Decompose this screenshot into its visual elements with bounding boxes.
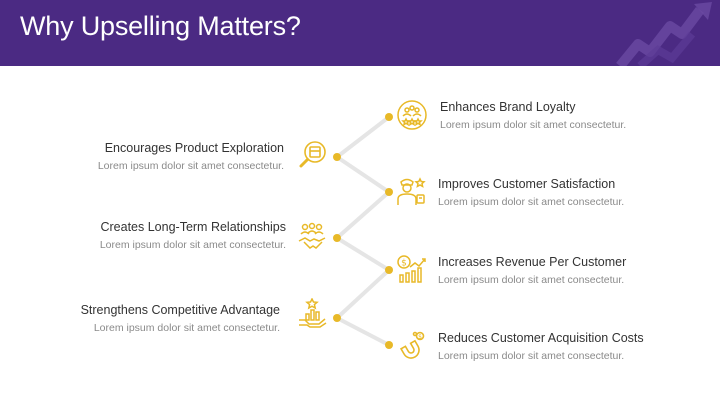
- item-desc: Lorem ipsum dolor sit amet consectetur.: [440, 119, 627, 131]
- revenue-chart-icon: $: [397, 255, 426, 283]
- loyalty-stars-icon: [397, 100, 427, 130]
- node-dot: [385, 188, 393, 196]
- left-item-competitive: Strengthens Competitive Advantage Lorem …: [81, 302, 280, 335]
- item-desc: Lorem ipsum dolor sit amet consectetur.: [438, 350, 625, 362]
- svg-text:$: $: [401, 259, 407, 269]
- right-item-loyalty: Enhances Brand Loyalty Lorem ipsum dolor…: [440, 99, 626, 132]
- node-dot: [333, 314, 341, 322]
- item-title: Creates Long-Term Relationships: [100, 220, 286, 234]
- right-item-revenue: Increases Revenue Per Customer Lorem ips…: [438, 254, 626, 287]
- page-title: Why Upselling Matters?: [20, 11, 301, 41]
- item-desc: Lorem ipsum dolor sit amet consectetur.: [97, 160, 284, 172]
- item-title: Improves Customer Satisfaction: [438, 177, 616, 191]
- item-desc: Lorem ipsum dolor sit amet consectetur.: [93, 322, 280, 334]
- right-item-satisfaction: Improves Customer Satisfaction Lorem ips…: [438, 176, 624, 209]
- left-item-relationships: Creates Long-Term Relationships Lorem ip…: [100, 219, 286, 252]
- item-desc: Lorem ipsum dolor sit amet consectetur.: [99, 239, 286, 251]
- svg-text:$: $: [418, 334, 422, 341]
- customer-rating-icon: [397, 177, 426, 205]
- handshake-group-icon: [298, 222, 326, 249]
- item-title: Encourages Product Exploration: [104, 141, 284, 155]
- item-desc: Lorem ipsum dolor sit amet consectetur.: [438, 196, 625, 208]
- item-title: Strengthens Competitive Advantage: [80, 303, 280, 317]
- growth-arrow-decoration-icon: [616, 2, 712, 66]
- right-item-acquisition: Reduces Customer Acquisition Costs Lorem…: [438, 330, 644, 363]
- item-desc: Lorem ipsum dolor sit amet consectetur.: [438, 274, 625, 286]
- node-dot: [385, 341, 393, 349]
- magnet-icon: $: [399, 331, 425, 359]
- node-dot: [385, 113, 393, 121]
- left-item-exploration: Encourages Product Exploration Lorem ips…: [98, 140, 284, 173]
- node-dot: [385, 266, 393, 274]
- magnifier-product-icon: [299, 141, 326, 168]
- item-title: Reduces Customer Acquisition Costs: [438, 331, 644, 345]
- node-dot: [333, 234, 341, 242]
- node-dot: [333, 153, 341, 161]
- header-bar: Why Upselling Matters?: [0, 0, 720, 66]
- growth-hand-icon: [299, 298, 327, 328]
- item-title: Increases Revenue Per Customer: [438, 255, 627, 269]
- item-title: Enhances Brand Loyalty: [440, 100, 576, 114]
